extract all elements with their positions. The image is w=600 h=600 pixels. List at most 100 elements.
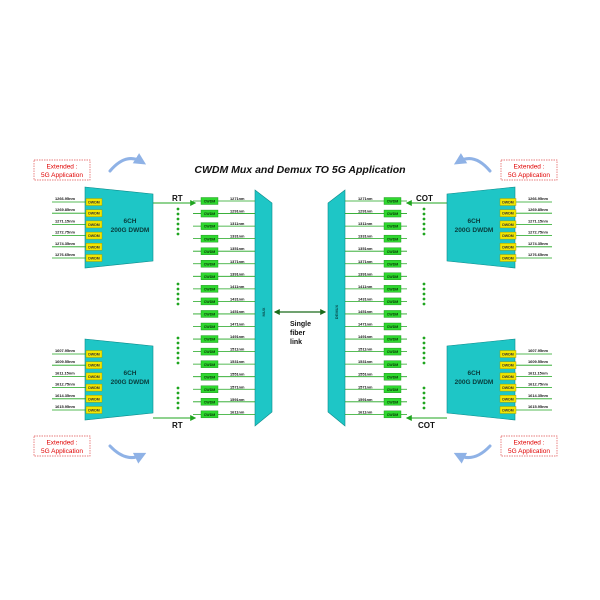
dwdm-wavelength: 1266.95nm bbox=[55, 196, 75, 201]
cwdm-right-box bbox=[383, 310, 402, 318]
continuation-dot bbox=[422, 391, 426, 395]
curved-arrow-icon bbox=[453, 153, 492, 173]
dwdm-box bbox=[499, 350, 517, 358]
dwdm-box bbox=[85, 350, 103, 358]
continuation-dot bbox=[422, 222, 426, 226]
dwdm-wavelength: 1609.55nm bbox=[528, 359, 548, 364]
continuation-dot bbox=[176, 356, 180, 360]
dwdm-wavelength: 1274.35nm bbox=[55, 241, 75, 246]
dwdm-trapezoid bbox=[446, 186, 516, 269]
dwdm-box bbox=[85, 198, 103, 206]
dwdm-box-label: DWDM bbox=[88, 409, 100, 413]
dwdm-box bbox=[499, 395, 517, 403]
cwdm-right-wavelength: 1531nm bbox=[358, 359, 373, 364]
cwdm-left-box bbox=[200, 247, 219, 255]
dwdm-box bbox=[499, 383, 517, 392]
cwdm-right-box-label: CWDM bbox=[387, 237, 399, 241]
cwdm-right-box bbox=[383, 335, 402, 343]
continuation-dot bbox=[422, 297, 426, 301]
cwdm-left-box-label: CWDM bbox=[204, 375, 216, 379]
cwdm-right-box bbox=[383, 373, 402, 381]
dwdm-wavelength: 1615.95nm bbox=[528, 404, 548, 409]
continuation-dot bbox=[422, 292, 426, 296]
cwdm-right-wavelength: 1391nm bbox=[358, 271, 373, 276]
cwdm-left-box-label: CWDM bbox=[204, 262, 216, 266]
cwdm-right-box-label: CWDM bbox=[387, 300, 399, 304]
cwdm-right-box-label: CWDM bbox=[387, 350, 399, 354]
continuation-dot bbox=[422, 356, 426, 360]
cwdm-left-wavelength: 1591nm bbox=[230, 397, 245, 402]
dwdm-wavelength: 1614.35nm bbox=[55, 393, 75, 398]
cwdm-right-wavelength: 1271nm bbox=[358, 196, 373, 201]
cwdm-left-box-label: CWDM bbox=[204, 300, 216, 304]
cwdm-left-wavelength: 1291nm bbox=[230, 209, 245, 214]
continuation-dot bbox=[422, 396, 426, 400]
cwdm-right-box bbox=[383, 209, 402, 218]
dwdm-wavelength: 1276.65nm bbox=[55, 252, 75, 257]
demux-label: DEMUX bbox=[334, 304, 339, 319]
dwdm-wavelength: 1271.15nm bbox=[55, 218, 75, 223]
cwdm-left-box bbox=[200, 285, 219, 293]
cwdm-left-box-label: CWDM bbox=[204, 225, 216, 229]
cwdm-right-box-label: CWDM bbox=[387, 262, 399, 266]
dwdm-name: 6CH bbox=[123, 218, 136, 225]
dwdm-wavelength: 1274.35nm bbox=[528, 241, 548, 246]
continuation-dot bbox=[422, 406, 426, 410]
cwdm-right-box bbox=[383, 347, 402, 356]
dwdm-box-label: DWDM bbox=[502, 364, 514, 368]
dwdm-box bbox=[499, 372, 517, 381]
cwdm-right-box-label: CWDM bbox=[387, 388, 399, 392]
rt-label-top: RT bbox=[172, 194, 183, 203]
dwdm-box bbox=[85, 209, 103, 217]
dwdm-box bbox=[499, 406, 517, 414]
dwdm-wavelength: 1269.85nm bbox=[55, 207, 75, 212]
continuation-dot bbox=[176, 222, 180, 226]
dwdm-box bbox=[499, 361, 517, 369]
cwdm-left-wavelength: 1451nm bbox=[230, 309, 245, 314]
cwdm-left-box bbox=[200, 260, 219, 268]
continuation-dot bbox=[176, 302, 180, 306]
dwdm-box-label: DWDM bbox=[88, 364, 100, 368]
dwdm-box-label: DWDM bbox=[88, 353, 100, 357]
dwdm-box bbox=[85, 361, 103, 369]
cwdm-left-wavelength: 1571nm bbox=[230, 384, 245, 389]
cwdm-left-wavelength: 1371nm bbox=[230, 259, 245, 264]
extended-box bbox=[500, 159, 558, 181]
cwdm-right-wavelength: 1451nm bbox=[358, 309, 373, 314]
extended-box bbox=[33, 435, 91, 457]
cwdm-right-box-label: CWDM bbox=[387, 413, 399, 417]
continuation-dot bbox=[422, 232, 426, 236]
extended-box-line2: 5G Application bbox=[508, 448, 550, 455]
dwdm-wavelength: 1607.95nm bbox=[528, 348, 548, 353]
mux-block bbox=[254, 189, 273, 427]
cwdm-right-wavelength: 1611nm bbox=[358, 409, 373, 414]
dwdm-box-label: DWDM bbox=[88, 397, 100, 401]
dwdm-box bbox=[85, 243, 103, 251]
continuation-dot bbox=[176, 287, 180, 291]
dwdm-wavelength: 1272.75nm bbox=[528, 230, 548, 235]
continuation-dot bbox=[422, 341, 426, 345]
cwdm-left-box bbox=[200, 347, 219, 356]
cwdm-left-wavelength: 1331nm bbox=[230, 234, 245, 239]
cwdm-right-wavelength: 1371nm bbox=[358, 259, 373, 264]
cwdm-right-box-label: CWDM bbox=[387, 212, 399, 216]
dwdm-box-label: DWDM bbox=[502, 201, 514, 205]
continuation-dot bbox=[176, 401, 180, 405]
continuation-dot bbox=[422, 346, 426, 350]
dwdm-name: 200G DWDM bbox=[111, 379, 150, 386]
dwdm-box-label: DWDM bbox=[88, 386, 100, 390]
cwdm-right-box-label: CWDM bbox=[387, 325, 399, 329]
dwdm-name: 6CH bbox=[123, 370, 136, 377]
cwdm-right-wavelength: 1411nm bbox=[358, 284, 373, 289]
cwdm-right-wavelength: 1331nm bbox=[358, 234, 373, 239]
cwdm-right-wavelength: 1571nm bbox=[358, 384, 373, 389]
cwdm-right-wavelength: 1471nm bbox=[358, 322, 373, 327]
continuation-dot bbox=[422, 282, 426, 286]
extended-box-line1: Extended : bbox=[513, 440, 544, 447]
dwdm-wavelength: 1276.65nm bbox=[528, 252, 548, 257]
cwdm-left-box-label: CWDM bbox=[204, 275, 216, 279]
cwdm-left-box-label: CWDM bbox=[204, 413, 216, 417]
extended-box bbox=[33, 159, 91, 181]
